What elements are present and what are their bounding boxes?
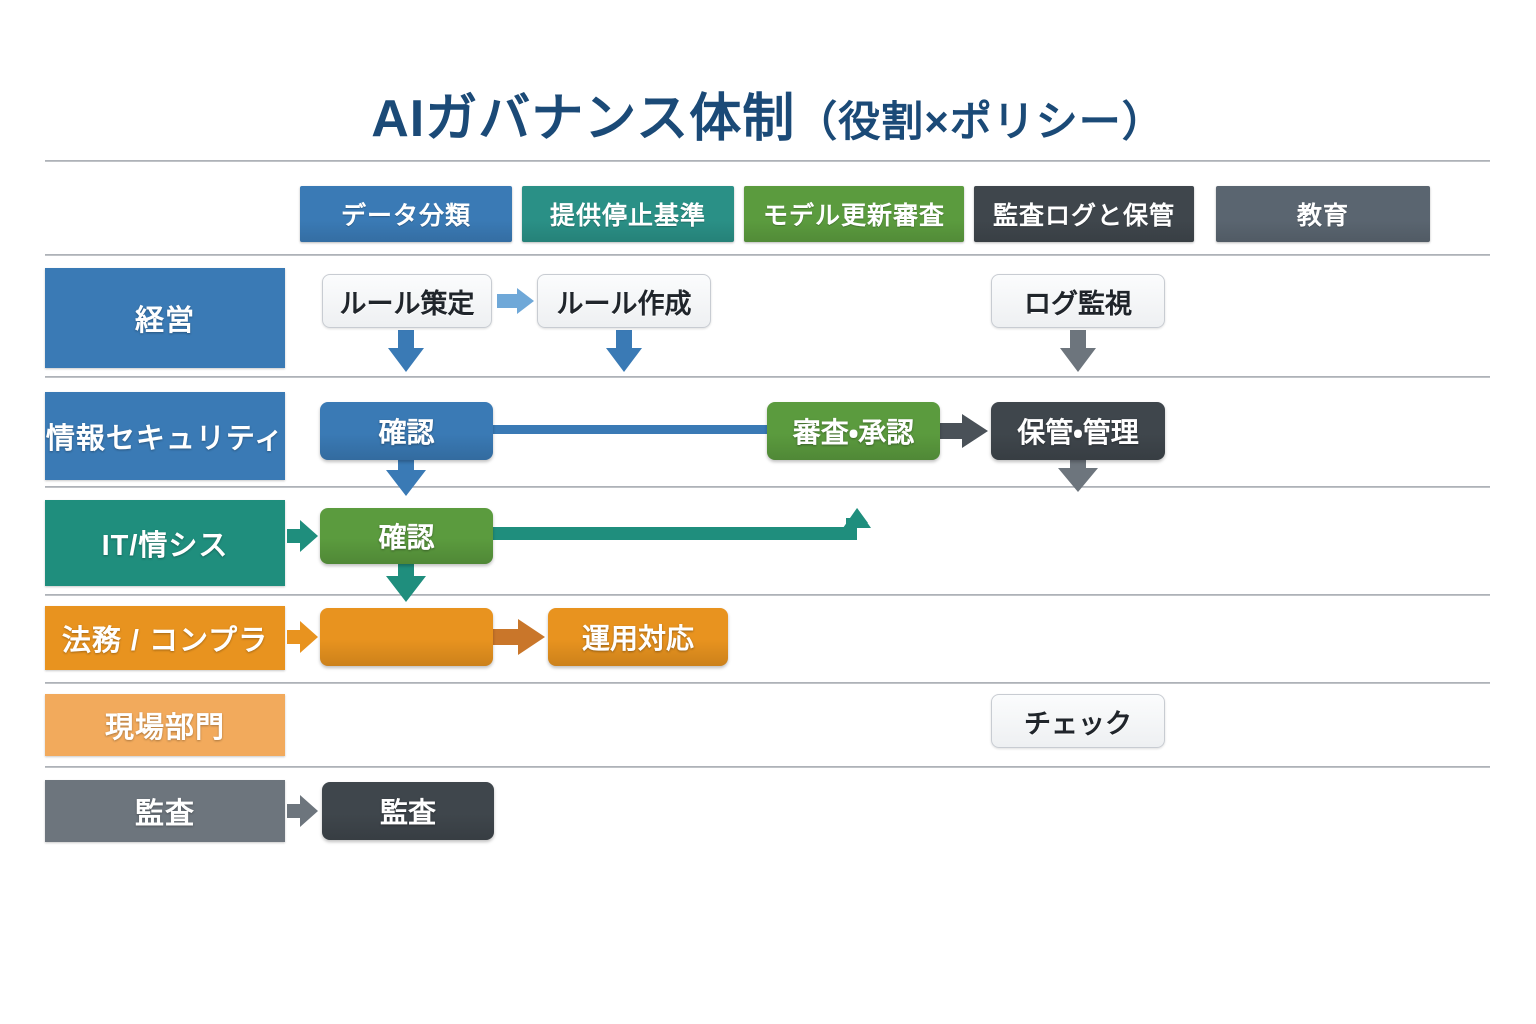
connector-role-to-audit-task	[287, 795, 318, 827]
role-label-2[interactable]: IT/情シス	[45, 500, 285, 586]
connector-review-to-store	[940, 414, 988, 448]
node-audit-task[interactable]: 監査	[322, 782, 494, 840]
policy-header-4[interactable]: 教育	[1216, 186, 1430, 242]
policy-header-2[interactable]: モデル更新審査	[744, 186, 964, 242]
role-label-text: 経営	[134, 305, 195, 337]
node-label: 確認	[378, 417, 435, 448]
node-ops-response[interactable]: 運用対応	[548, 608, 728, 666]
node-label: 保管・管理	[1017, 417, 1139, 448]
node-label: 確認	[378, 522, 435, 553]
row-divider-5	[45, 682, 1490, 684]
connector-legal-blank-to-ops	[493, 619, 545, 655]
connector-sec-confirm-to-review	[493, 425, 767, 434]
node-it-confirm[interactable]: 確認	[320, 508, 493, 564]
policy-header-label: 教育	[1296, 202, 1349, 230]
policy-header-label: データ分類	[340, 202, 471, 230]
page-title-subtitle: （役割×ポリシー）	[795, 98, 1165, 145]
policy-header-1[interactable]: 提供停止基準	[522, 186, 734, 242]
connector-log-monitor-down	[1060, 330, 1096, 372]
connector-role-to-it-confirm	[287, 520, 318, 552]
role-label-text: 監査	[134, 798, 195, 830]
role-label-text: 法務 / コンプラ	[61, 625, 269, 657]
role-label-text: 現場部門	[104, 712, 225, 744]
connector-sec-confirm-down	[386, 460, 426, 496]
connector-rule-plan-down	[388, 330, 424, 372]
row-divider-3	[45, 486, 1490, 488]
page-title: AIガバナンス体制（役割×ポリシー）	[0, 76, 1536, 151]
policy-header-0[interactable]: データ分類	[300, 186, 512, 242]
node-legal-blank[interactable]	[320, 608, 493, 666]
connector-it-confirm-down	[386, 564, 426, 602]
page-title-main: AIガバナンス体制	[371, 90, 796, 148]
role-label-3[interactable]: 法務 / コンプラ	[45, 606, 285, 670]
connector-rule-create-down	[606, 330, 642, 372]
row-divider-4	[45, 594, 1490, 596]
connector-store-manage-down	[1058, 460, 1098, 492]
node-review-approve[interactable]: 審査・承認	[767, 402, 940, 460]
node-check[interactable]: チェック	[991, 694, 1165, 748]
policy-header-3[interactable]: 監査ログと保管	[974, 186, 1194, 242]
row-divider-1	[45, 254, 1490, 256]
connector-it-confirm-up-right	[493, 508, 871, 540]
node-label: ルール作成	[556, 288, 692, 319]
row-divider-0	[45, 160, 1490, 162]
node-rule-plan[interactable]: ルール策定	[322, 274, 492, 328]
role-label-5[interactable]: 監査	[45, 780, 285, 842]
role-label-text: IT/情シス	[101, 530, 229, 562]
role-label-1[interactable]: 情報セキュリティ	[45, 392, 285, 480]
node-rule-create[interactable]: ルール作成	[537, 274, 711, 328]
node-label: 運用対応	[581, 623, 694, 654]
connector-rule-plan-to-rule-create	[497, 288, 534, 314]
row-divider-2	[45, 376, 1490, 378]
role-label-0[interactable]: 経営	[45, 268, 285, 368]
policy-header-label: モデル更新審査	[762, 202, 945, 230]
node-sec-confirm[interactable]: 確認	[320, 402, 493, 460]
node-store-manage[interactable]: 保管・管理	[991, 402, 1165, 460]
policy-header-label: 監査ログと保管	[992, 202, 1175, 230]
policy-header-label: 提供停止基準	[549, 202, 706, 230]
node-log-monitor[interactable]: ログ監視	[991, 274, 1165, 328]
node-label: 審査・承認	[792, 417, 915, 448]
node-label: ルール策定	[339, 288, 475, 319]
node-label: 監査	[379, 797, 436, 828]
node-label: ログ監視	[1024, 288, 1132, 319]
connector-role-to-legal-blank	[287, 621, 318, 653]
role-label-text: 情報セキュリティ	[45, 423, 285, 455]
node-label: チェック	[1024, 708, 1132, 739]
role-label-4[interactable]: 現場部門	[45, 694, 285, 756]
row-divider-6	[45, 766, 1490, 768]
